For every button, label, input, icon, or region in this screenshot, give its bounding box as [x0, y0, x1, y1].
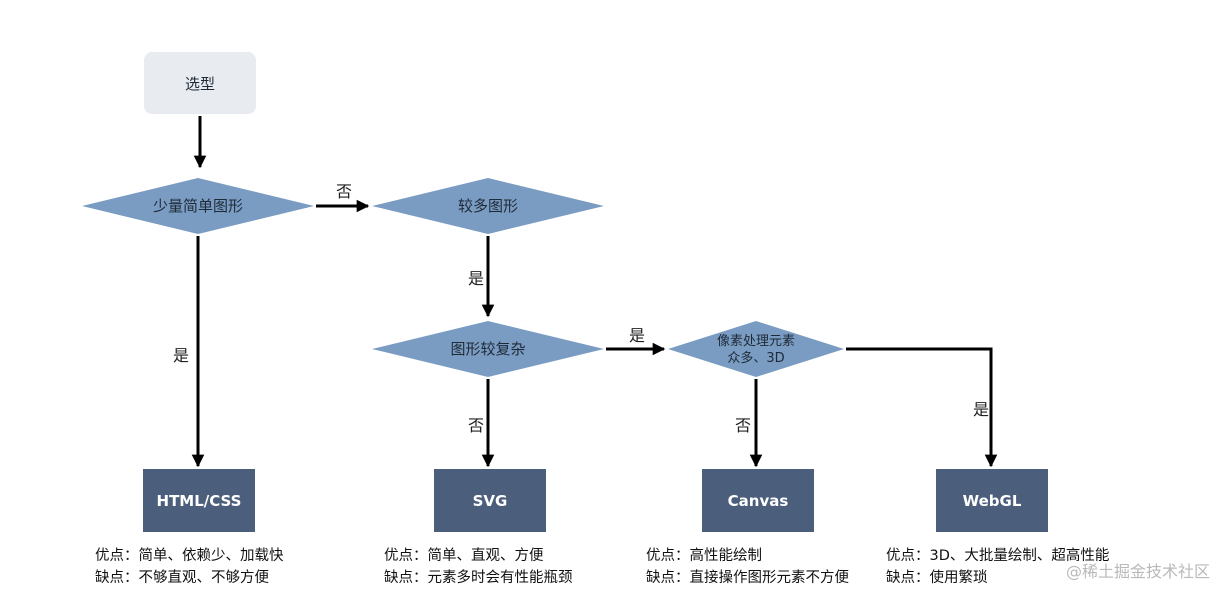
- decision-pixel-label-line2: 众多、3D: [727, 350, 784, 366]
- result-html-css: HTML/CSS: [143, 469, 255, 532]
- edge-label-few-yes: 是: [173, 346, 189, 365]
- edge-label-many-yes: 是: [468, 269, 484, 288]
- desc-webgl-cons: 缺点：使用繁琐: [886, 570, 988, 586]
- edge-label-complex-no: 否: [468, 416, 484, 435]
- decision-few-simple-label: 少量简单图形: [153, 197, 243, 215]
- desc-svg: 优点：简单、直观、方便 缺点：元素多时会有性能瓶颈: [384, 545, 573, 589]
- decision-many: 较多图形: [372, 178, 604, 234]
- desc-canvas-pros: 优点：高性能绘制: [646, 548, 762, 564]
- decision-pixel-label-line1: 像素处理元素: [717, 334, 795, 349]
- result-canvas-label: Canvas: [728, 492, 789, 510]
- edge-label-few-no: 否: [336, 182, 352, 201]
- decision-many-label: 较多图形: [458, 197, 518, 215]
- result-webgl: WebGL: [936, 469, 1048, 532]
- desc-html-css-cons: 缺点：不够直观、不够方便: [95, 570, 269, 586]
- arrow-pixel-to-webgl: [846, 347, 998, 468]
- edge-label-pixel-yes: 是: [973, 400, 989, 419]
- result-canvas: Canvas: [702, 469, 814, 532]
- desc-html-css-pros: 优点：简单、依赖少、加载快: [95, 548, 284, 564]
- decision-complex-label: 图形较复杂: [450, 340, 525, 358]
- decision-pixel: 像素处理元素 众多、3D: [668, 321, 844, 377]
- start-node: 选型: [144, 52, 256, 114]
- desc-webgl-pros: 优点：3D、大批量绘制、超高性能: [886, 548, 1110, 564]
- edge-label-complex-yes: 是: [629, 326, 645, 345]
- decision-few-simple: 少量简单图形: [82, 178, 314, 234]
- desc-canvas-cons: 缺点：直接操作图形元素不方便: [646, 570, 849, 586]
- result-svg-label: SVG: [473, 492, 508, 510]
- result-svg: SVG: [434, 469, 546, 532]
- result-webgl-label: WebGL: [963, 492, 1022, 510]
- watermark: @稀土掘金技术社区: [1065, 562, 1210, 581]
- desc-svg-cons: 缺点：元素多时会有性能瓶颈: [384, 570, 573, 586]
- desc-webgl: 优点：3D、大批量绘制、超高性能 缺点：使用繁琐: [886, 545, 1109, 589]
- desc-canvas: 优点：高性能绘制 缺点：直接操作图形元素不方便: [646, 545, 849, 589]
- desc-svg-pros: 优点：简单、直观、方便: [384, 548, 544, 564]
- edge-label-pixel-no: 否: [735, 416, 751, 435]
- start-node-label: 选型: [185, 75, 215, 93]
- result-html-css-label: HTML/CSS: [157, 492, 242, 510]
- desc-html-css: 优点：简单、依赖少、加载快 缺点：不够直观、不够方便: [95, 545, 284, 589]
- decision-complex: 图形较复杂: [372, 321, 604, 377]
